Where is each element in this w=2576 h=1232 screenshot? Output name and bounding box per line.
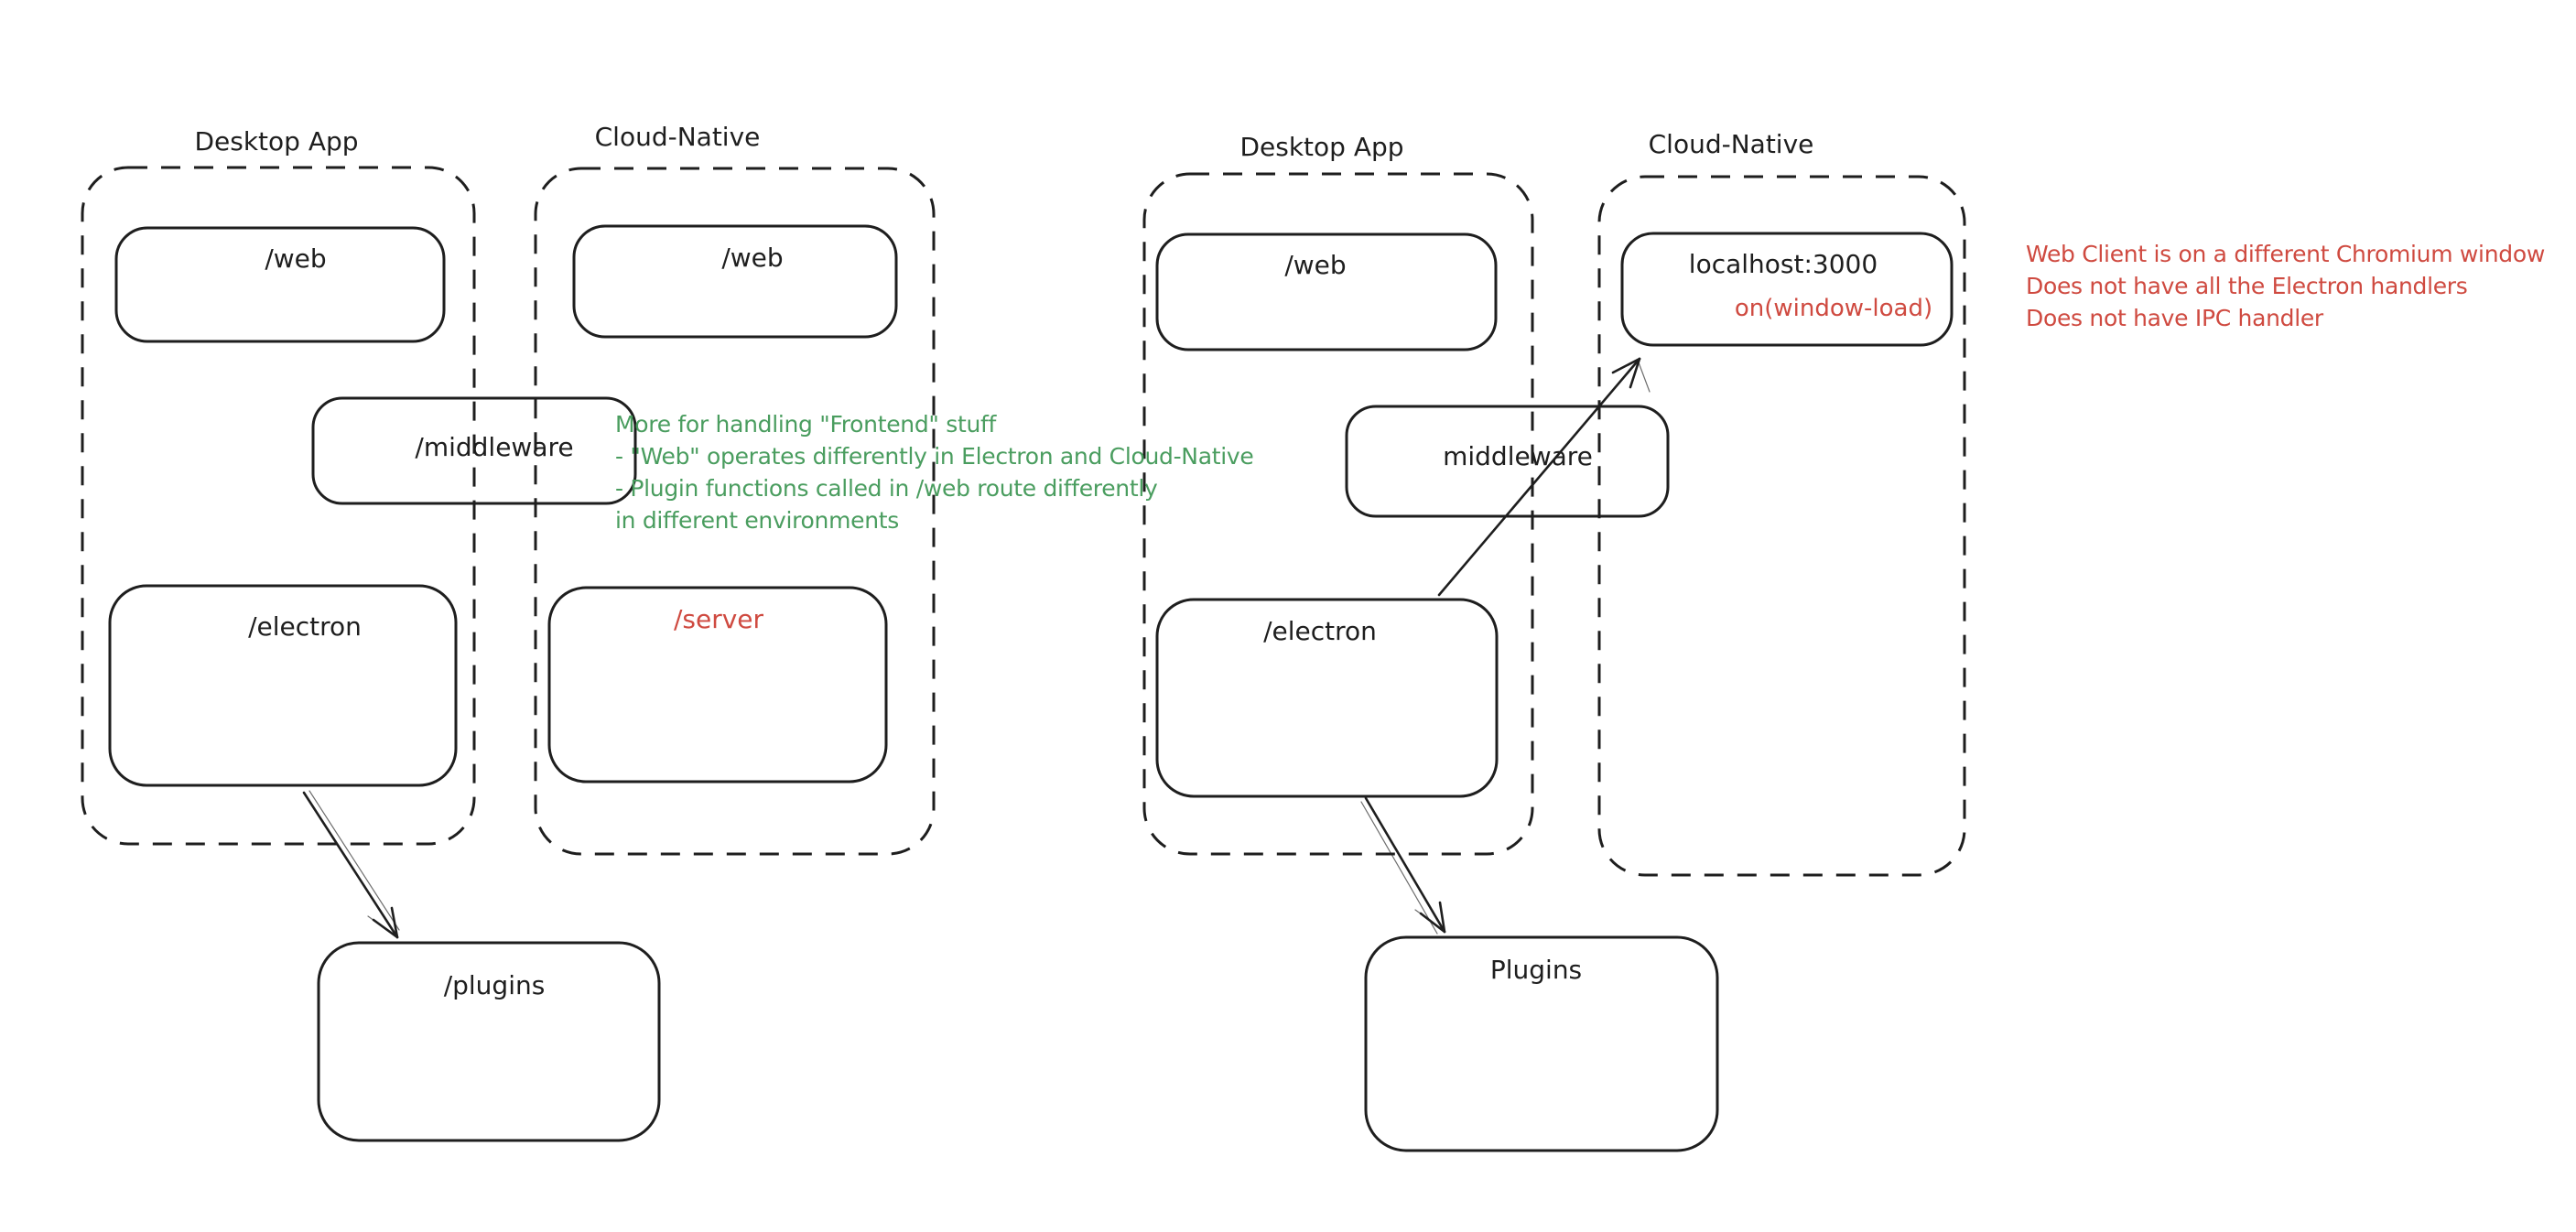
right-window-load-label: on(window-load) [1734, 295, 1933, 322]
left-middleware-label: /middleware [415, 432, 574, 462]
left-cloud-label: Cloud-Native [594, 122, 761, 152]
left-plugins-label: /plugins [443, 970, 546, 1000]
left-web-cloud-label: /web [721, 243, 784, 273]
right-localhost-label: localhost:3000 [1688, 249, 1878, 279]
left-server-box [547, 586, 888, 784]
right-web-box [1155, 232, 1498, 351]
left-web-cloud-box [572, 224, 898, 339]
left-server-label: /server [673, 604, 764, 634]
arrow-right-electron-to-plugins [1360, 796, 1446, 935]
left-plugins-box [317, 941, 661, 1142]
right-localhost-box [1620, 232, 1954, 347]
left-electron-label: /electron [248, 611, 362, 642]
right-electron-label: /electron [1263, 616, 1377, 646]
red-note-line: Does not have all the Electron handlers [2026, 273, 2468, 299]
arrow-left-electron-to-plugins [302, 790, 400, 939]
left-web-desktop-box [114, 226, 446, 343]
arrow-right-electron-to-localhost [1437, 357, 1651, 597]
right-middleware-label: middleware [1443, 441, 1593, 471]
red-note-line: Web Client is on a different Chromium wi… [2026, 241, 2545, 267]
green-note-line: - Plugin functions called in /web route … [615, 475, 1158, 502]
green-note-line: - "Web" operates differently in Electron… [615, 443, 1254, 470]
green-note-line: in different environments [615, 507, 899, 534]
right-desktop-container [1142, 172, 1534, 856]
red-note-line: Does not have IPC handler [2026, 305, 2323, 331]
right-plugins-label: Plugins [1489, 955, 1583, 985]
right-cloud-label: Cloud-Native [1648, 129, 1814, 159]
green-note: More for handling "Frontend" stuff - "We… [615, 408, 1254, 536]
green-note-line: More for handling "Frontend" stuff [615, 411, 997, 438]
left-cloud-container [534, 167, 936, 856]
right-web-label: /web [1284, 250, 1347, 280]
right-electron-box [1155, 598, 1499, 798]
right-cloud-container [1597, 175, 1966, 877]
left-middleware-box [311, 396, 637, 505]
red-note: Web Client is on a different Chromium wi… [2026, 238, 2545, 334]
left-desktop-container [81, 166, 476, 846]
left-desktop-label: Desktop App [194, 126, 359, 157]
left-electron-box [108, 584, 458, 787]
left-web-desktop-label: /web [265, 243, 327, 274]
right-desktop-label: Desktop App [1239, 132, 1404, 162]
right-plugins-box [1364, 935, 1719, 1152]
